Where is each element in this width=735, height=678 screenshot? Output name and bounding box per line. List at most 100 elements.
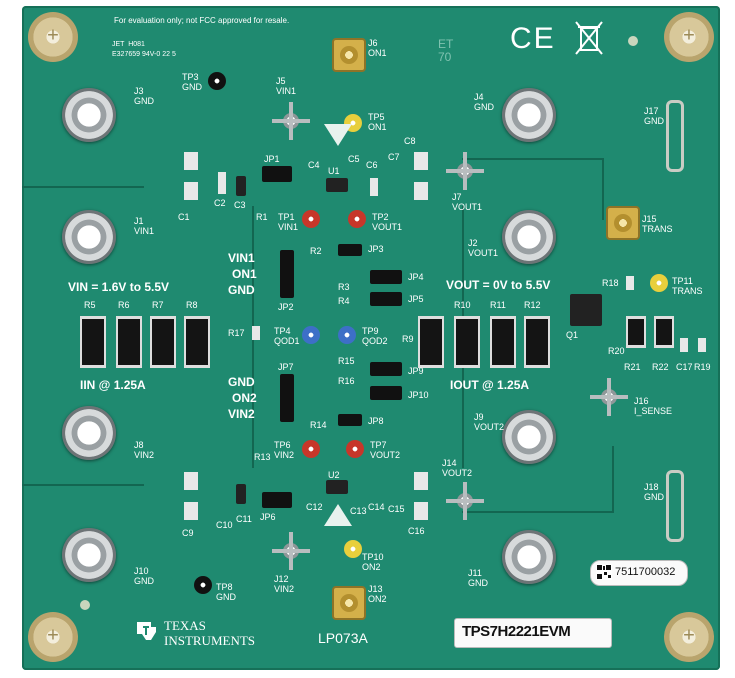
test-point-tp4[interactable] — [302, 326, 320, 344]
label-j16: J16 I_SENSE — [634, 396, 673, 416]
test-point-tp7[interactable] — [346, 440, 364, 458]
label-j14: J14 VOUT2 — [442, 458, 473, 478]
binding-post-j8[interactable] — [62, 406, 116, 460]
label-c12: C12 — [306, 502, 323, 512]
jumper-jp4[interactable] — [370, 270, 402, 284]
label-c15: C15 — [388, 504, 405, 514]
label-j13: J13 ON2 — [368, 584, 387, 604]
label-c2: C2 — [214, 198, 226, 208]
jumper-jp5[interactable] — [370, 292, 402, 306]
test-post-j5[interactable] — [272, 102, 310, 140]
test-point-tp6[interactable] — [302, 440, 320, 458]
test-post-j7[interactable] — [446, 152, 484, 190]
ti-brand-line2: INSTRUMENTS — [164, 633, 256, 648]
label-r10: R10 — [454, 300, 471, 310]
label-r2: R2 — [310, 246, 322, 256]
hot-surface-icon — [324, 124, 352, 146]
resistor-r12 — [524, 316, 550, 368]
label-r8: R8 — [186, 300, 198, 310]
jp7-label-on2: ON2 — [232, 391, 257, 405]
test-point-tp2[interactable] — [348, 210, 366, 228]
cap-pad — [370, 178, 378, 196]
label-j7: J7 VOUT1 — [452, 192, 483, 212]
fiducial — [628, 36, 638, 46]
binding-post-j9[interactable] — [502, 410, 556, 464]
label-q1: Q1 — [566, 330, 579, 340]
test-point-tp3[interactable] — [208, 72, 226, 90]
binding-post-j4[interactable] — [502, 88, 556, 142]
jumper-jp6[interactable] — [262, 492, 292, 508]
test-point-tp1[interactable] — [302, 210, 320, 228]
label-r14: R14 — [310, 420, 327, 430]
test-point-tp11[interactable] — [650, 274, 668, 292]
resistor-r19 — [698, 338, 706, 352]
vin-range: VIN = 1.6V to 5.5V — [68, 280, 170, 294]
label-j3: J3 GND — [134, 86, 154, 106]
label-c4: C4 — [308, 160, 320, 170]
test-post-j12[interactable] — [272, 532, 310, 570]
label-u2: U2 — [328, 470, 340, 480]
label-r15: R15 — [338, 356, 355, 366]
cap-pad — [414, 152, 428, 170]
transistor-q1 — [570, 294, 602, 326]
test-point-tp10[interactable] — [344, 540, 362, 558]
binding-post-j1[interactable] — [62, 210, 116, 264]
label-j15: J15 TRANS — [642, 214, 673, 234]
test-point-tp8[interactable] — [194, 576, 212, 594]
label-j6: J6 ON1 — [368, 38, 387, 58]
fcc-warning: For evaluation only; not FCC approved fo… — [114, 16, 290, 25]
label-jp10: JP10 — [408, 390, 429, 400]
jumper-jp7[interactable] — [280, 374, 294, 422]
gnd-loop-j17[interactable] — [666, 100, 684, 172]
binding-post-j11[interactable] — [502, 530, 556, 584]
binding-post-j10[interactable] — [62, 528, 116, 582]
sma-connector-j15[interactable] — [606, 206, 640, 240]
jumper-jp3[interactable] — [338, 244, 362, 256]
mounting-hole-icon — [28, 612, 78, 662]
jumper-jp2[interactable] — [280, 250, 294, 298]
ce-mark: CE — [510, 22, 556, 55]
binding-post-j2[interactable] — [502, 210, 556, 264]
gnd-loop-j18[interactable] — [666, 470, 684, 542]
label-c17: C17 — [676, 362, 693, 372]
label-c14: C14 — [368, 502, 385, 512]
binding-post-j3[interactable] — [62, 88, 116, 142]
resistor-r22 — [654, 316, 674, 348]
label-tp9: TP9 QOD2 — [362, 326, 388, 346]
sma-connector-j6[interactable] — [332, 38, 366, 72]
test-point-tp9[interactable] — [338, 326, 356, 344]
label-c3: C3 — [234, 200, 246, 210]
cap-pad — [184, 472, 198, 490]
jumper-jp8[interactable] — [338, 414, 362, 426]
evm-name-sticker — [454, 618, 612, 648]
trace-outline — [462, 511, 614, 513]
hot-surface-icon — [324, 504, 352, 526]
label-r4: R4 — [338, 296, 350, 306]
iin-rating: IIN @ 1.25A — [80, 378, 146, 392]
jumper-jp1[interactable] — [262, 166, 292, 182]
label-tp4: TP4 QOD1 — [274, 326, 300, 346]
cap-c3 — [236, 176, 246, 196]
qr-code-icon — [596, 564, 612, 580]
test-post-j16[interactable] — [590, 378, 628, 416]
sma-connector-j13[interactable] — [332, 586, 366, 620]
resistor-r10 — [454, 316, 480, 368]
test-post-j14[interactable] — [446, 482, 484, 520]
label-r19: R19 — [694, 362, 711, 372]
label-r12: R12 — [524, 300, 541, 310]
trace-outline — [612, 446, 614, 513]
label-c6: C6 — [366, 160, 378, 170]
label-c8: C8 — [404, 136, 416, 146]
label-c13: C13 — [350, 506, 367, 516]
label-j10: J10 GND — [134, 566, 154, 586]
label-c5: C5 — [348, 154, 360, 164]
label-tp7: TP7 VOUT2 — [370, 440, 401, 460]
resistor-r6 — [116, 316, 142, 368]
label-tp3: TP3 GND — [182, 72, 202, 92]
label-r17: R17 — [228, 328, 245, 338]
ic-u2 — [326, 480, 348, 494]
mounting-hole-icon — [664, 612, 714, 662]
maker-marking: JET H081 — [112, 41, 145, 48]
jumper-jp9[interactable] — [370, 362, 402, 376]
jumper-jp10[interactable] — [370, 386, 402, 400]
